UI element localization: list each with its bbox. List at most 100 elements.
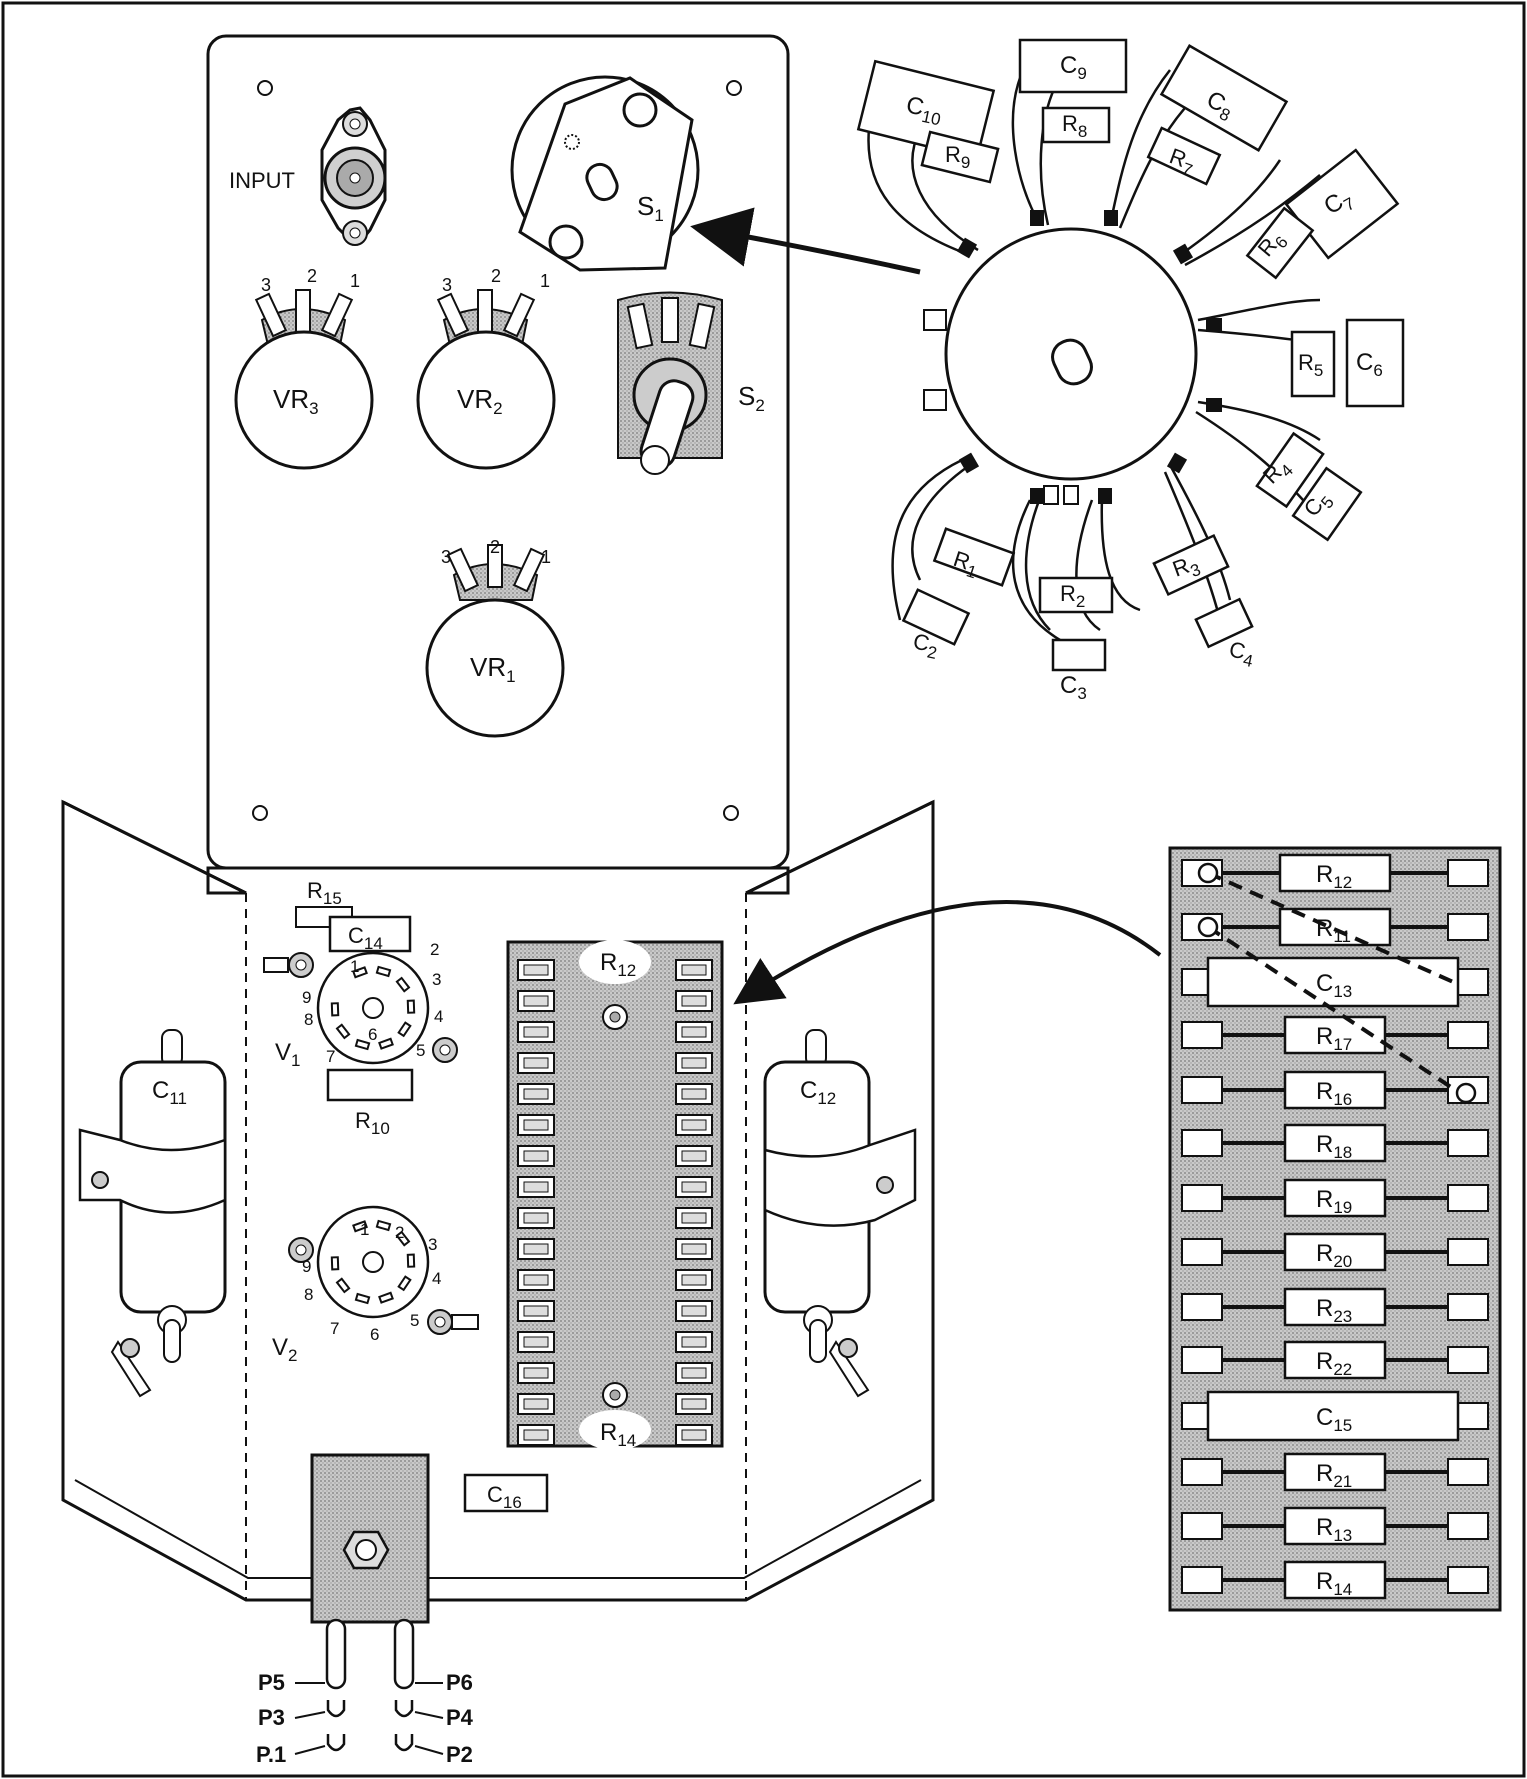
plug-p3-label: P3: [258, 1705, 285, 1730]
r5-label: R5: [1298, 350, 1323, 380]
tag-board-r14-body: [1283, 1560, 1387, 1600]
v1-pin-slot: [406, 999, 416, 1014]
board-tag-slot: [523, 1088, 549, 1100]
mounting-hole: [726, 80, 742, 96]
tag-board-tag-right: [1447, 1512, 1489, 1540]
v1-pin-1: 1: [350, 957, 359, 976]
board-tag-slot: [681, 1057, 707, 1069]
tag-board-tag-left: [1181, 1512, 1223, 1540]
c14-label: C14: [348, 923, 383, 953]
board-tag-slot: [681, 1243, 707, 1255]
tag-board-r23-body: [1283, 1287, 1387, 1327]
chassis-tag-board: [506, 940, 724, 1450]
tag-board-r21-body: [1283, 1452, 1387, 1492]
tag-board-tag-left: [1181, 1184, 1223, 1212]
board-tag-slot: [523, 1274, 549, 1286]
board-tag-slot: [523, 1305, 549, 1317]
c12-capacitor: [763, 1029, 917, 1398]
board-tag-slot: [523, 1429, 549, 1441]
board-r12-label: R12: [600, 949, 636, 980]
vr3-terminal-3: 3: [261, 275, 271, 295]
v2-pin-slot: [375, 1219, 392, 1232]
c9-body: [1018, 38, 1128, 94]
input-label: INPUT: [229, 168, 295, 193]
v2-pin-4: 4: [432, 1269, 441, 1288]
c10-label: C10: [903, 91, 945, 129]
plug-block: [294, 1453, 444, 1755]
tag-board-tag-left: [1181, 1076, 1223, 1104]
wafer-to-s1-arrow: [690, 207, 921, 275]
v2-label: V2: [272, 1334, 297, 1365]
board-tag-slot: [681, 995, 707, 1007]
board-tag-slot: [681, 1212, 707, 1224]
c5-body: [1291, 466, 1363, 542]
tag-board-r19-body: [1283, 1178, 1387, 1218]
v1-pin-slot: [352, 966, 368, 979]
board-tag-slot: [681, 1367, 707, 1379]
tag-board-r13-label: R13: [1316, 1514, 1352, 1545]
vr3-label: VR3: [273, 384, 319, 418]
tag-board-tag-right: [1447, 1021, 1489, 1049]
tag-board-r14-label: R14: [1316, 1568, 1352, 1599]
plug-p1-label: P.1: [256, 1742, 286, 1767]
board-tag-slot: [523, 1243, 549, 1255]
vr2-terminal-1: 1: [540, 271, 550, 291]
v2-pin-2: 2: [395, 1223, 404, 1242]
tag-board-r23-label: R23: [1316, 1295, 1352, 1326]
c11-capacitor: [78, 1029, 227, 1398]
board-tag-slot: [681, 1026, 707, 1038]
r6-body: [1245, 206, 1315, 280]
board-tag-slot: [523, 1212, 549, 1224]
v2-pin-slot: [395, 1230, 411, 1247]
board-tag-slot: [523, 1367, 549, 1379]
v1-pin-slot: [354, 1038, 371, 1051]
v1-pin-slot: [375, 965, 392, 978]
r8-body: [1041, 106, 1111, 144]
vr2-terminal-2: 2: [491, 266, 501, 286]
r2-body: [1038, 576, 1114, 614]
tag-board-tag-left: [1181, 1021, 1223, 1049]
board-r14-label: R14: [600, 1419, 636, 1450]
tag-board-r21-label: R21: [1316, 1460, 1352, 1491]
v1-pin-7: 7: [326, 1047, 335, 1066]
mounting-hole: [252, 805, 268, 821]
r10-label: R10: [355, 1108, 390, 1138]
r10-body: [326, 1068, 414, 1102]
detail-to-board-arrow: [733, 900, 1162, 1005]
v1-pin-5: 5: [416, 1041, 425, 1060]
tag-board-r18-label: R18: [1316, 1131, 1352, 1162]
c6-label: C6: [1356, 349, 1383, 380]
c3-body: [1051, 638, 1107, 672]
v2-pin-slot: [330, 1256, 340, 1271]
v2-pin-1: 1: [360, 1220, 369, 1239]
c10-body: [856, 59, 996, 161]
board-tag-slot: [681, 1088, 707, 1100]
v2-pin-slot: [406, 1253, 416, 1268]
board-tag-slot: [523, 964, 549, 976]
tag-board-r16-body: [1283, 1070, 1387, 1110]
tag-board-r22-body: [1283, 1340, 1387, 1380]
vr1-terminal-1: 1: [541, 547, 551, 567]
v1-pin-6: 6: [368, 1025, 377, 1044]
v1-label: V1: [275, 1039, 300, 1070]
tag-board-tag-right: [1447, 1293, 1489, 1321]
vr1-label: VR1: [470, 652, 516, 686]
plug-p6-label: P6: [446, 1670, 473, 1695]
vr3-terminal-2: 2: [307, 266, 317, 286]
r8-label: R8: [1062, 111, 1087, 141]
c4-body: [1194, 597, 1254, 649]
v1-pin-9: 9: [302, 988, 311, 1007]
c2-body: [901, 588, 971, 646]
v1-pin-2: 2: [430, 940, 439, 959]
mounting-hole: [723, 805, 739, 821]
c16-label: C16: [487, 1482, 522, 1512]
r5-body: [1290, 330, 1336, 398]
tag-board-r20-body: [1283, 1232, 1387, 1272]
v1-pin-slot: [330, 1002, 340, 1017]
v1-pin-slot: [395, 976, 411, 993]
c16-body: [463, 1473, 549, 1513]
tag-board-tag-left: [1181, 1129, 1223, 1157]
tag-board-tag-right: [1447, 1184, 1489, 1212]
